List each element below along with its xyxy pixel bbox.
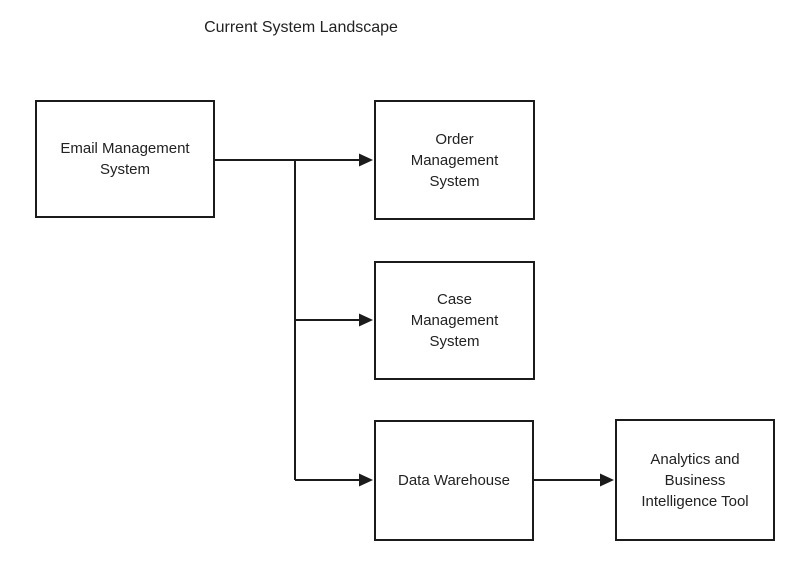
node-label: Email Management System (60, 140, 190, 178)
node-order-management-system: Order Management System (374, 100, 535, 220)
diagram-title: Current System Landscape (204, 19, 398, 36)
arrowhead-icon (359, 313, 373, 327)
arrowhead-icon (600, 473, 614, 487)
node-label: Order Management System (410, 130, 499, 190)
node-label: Data Warehouse (397, 472, 510, 489)
node-label: Analytics and Business Intelligence Tool (641, 450, 749, 510)
node-email-management-system: Email Management System (35, 100, 215, 218)
arrowhead-icon (359, 473, 373, 487)
node-label: Case Management System (410, 291, 499, 350)
node-analytics-business-intelligence-tool: Analytics and Business Intelligence Tool (615, 419, 775, 541)
node-case-management-system: Case Management System (374, 261, 535, 380)
arrowhead-icon (359, 153, 373, 167)
node-data-warehouse: Data Warehouse (374, 420, 534, 541)
